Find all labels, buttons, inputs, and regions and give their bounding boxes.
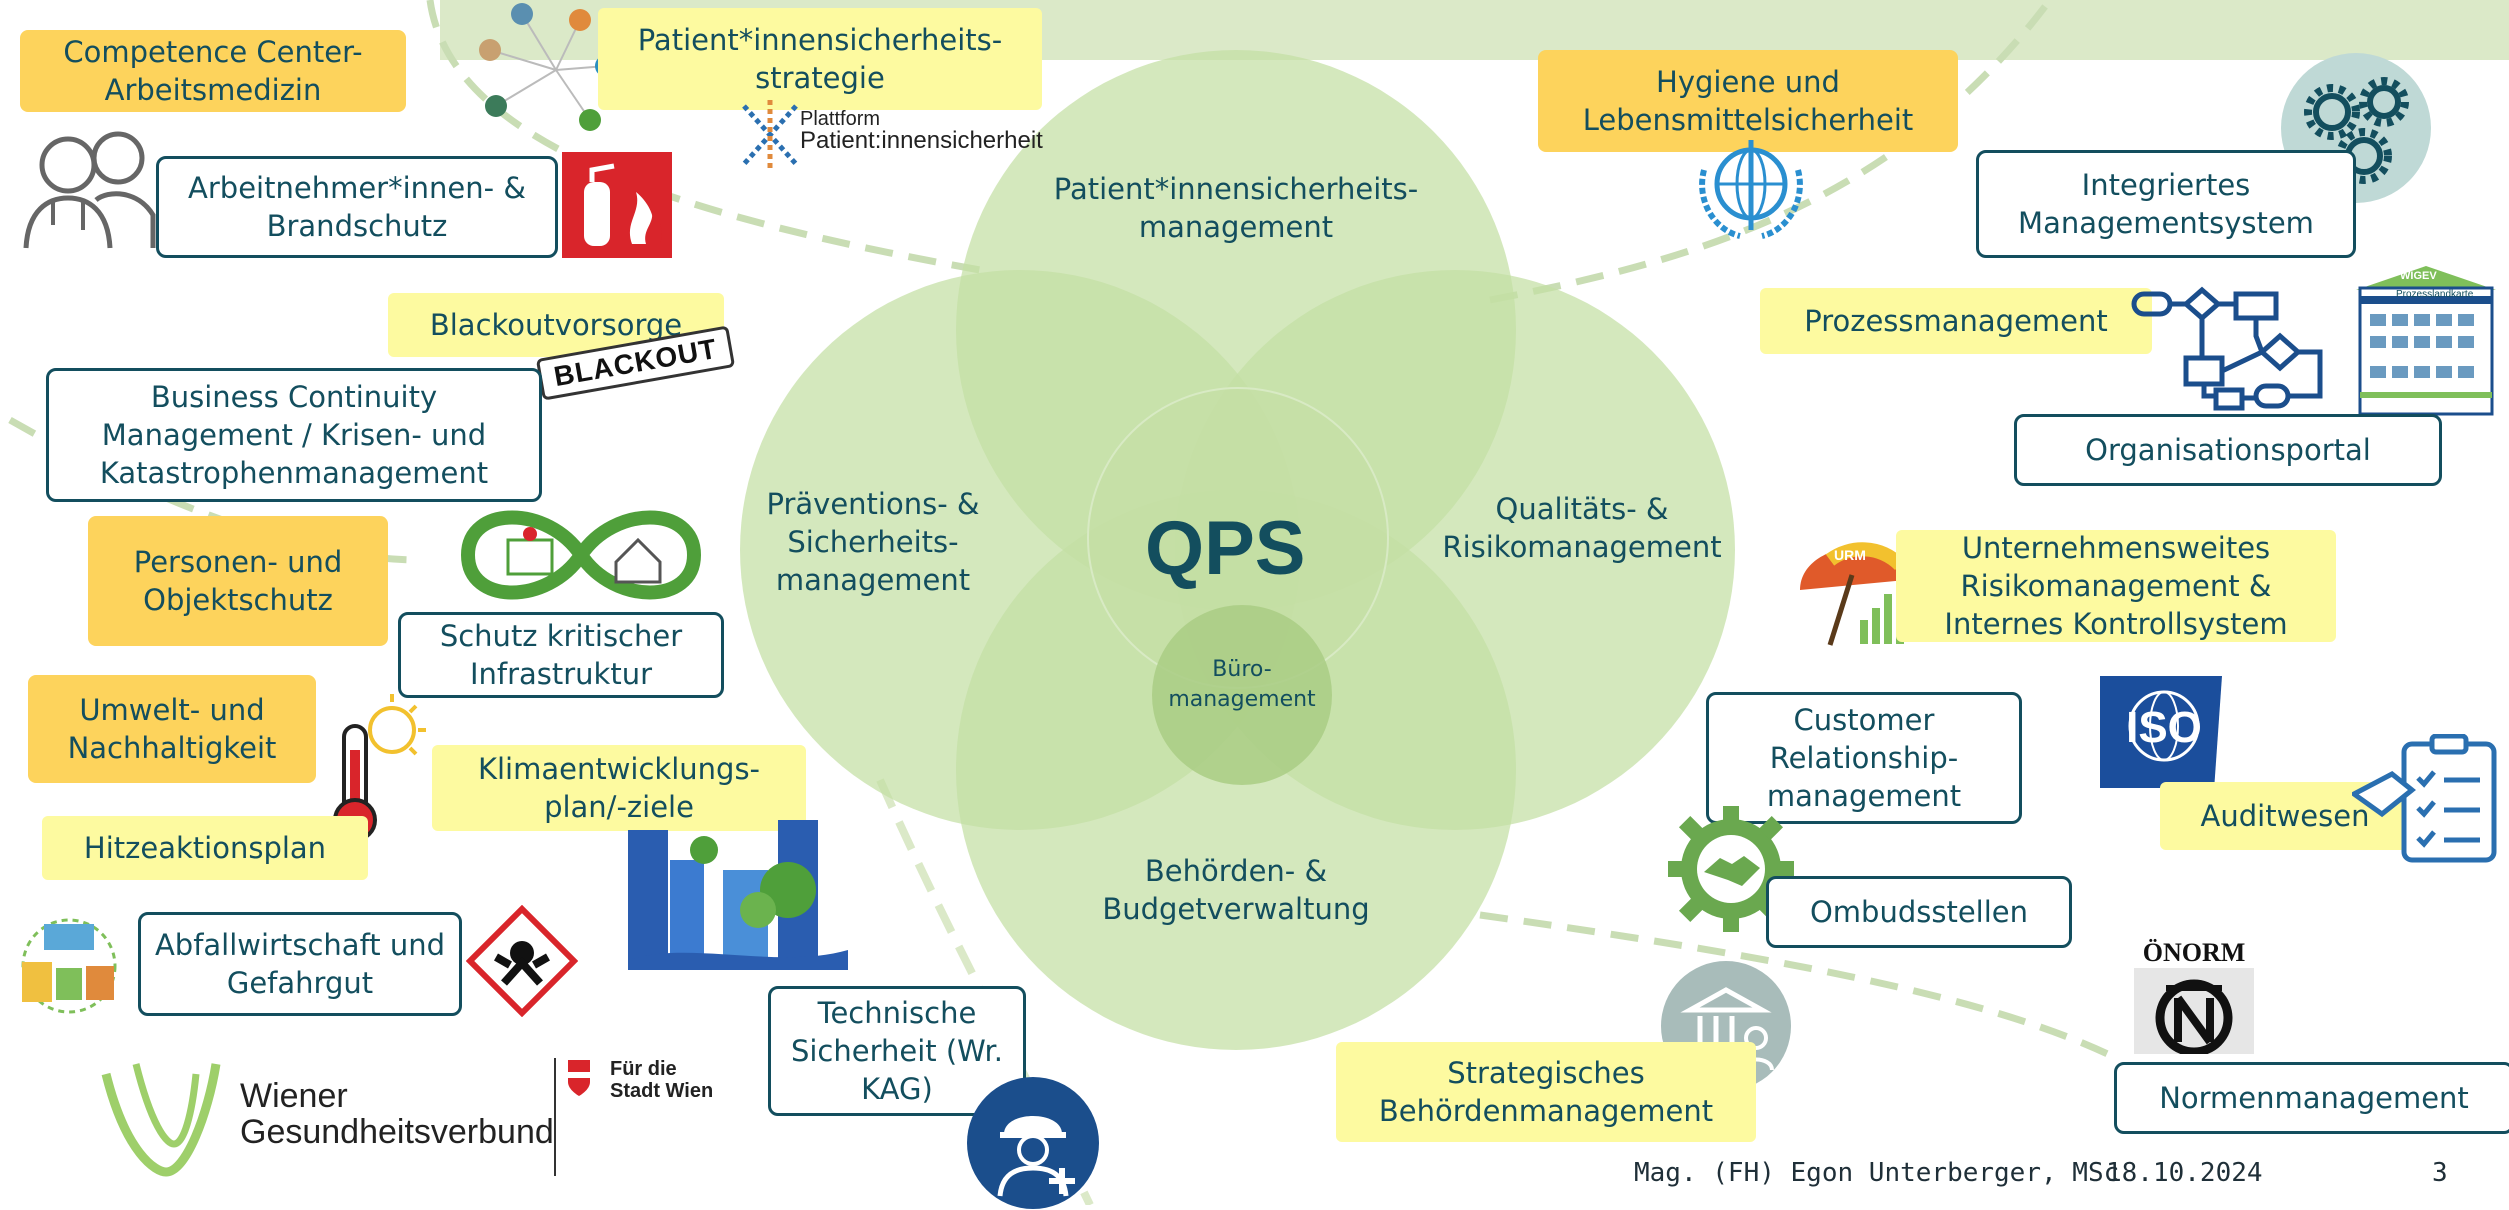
kritis-box: Schutz kritischer Infrastruktur — [398, 612, 724, 698]
technik-box: Technische Sicherheit (Wr. KAG) — [768, 986, 1026, 1116]
fire-extinguisher-icon — [562, 152, 672, 258]
footer-author: Mag. (FH) Egon Unterberger, MSc — [1634, 1158, 2120, 1188]
patient-strategy-label: Patient*innensicherheits- strategie — [598, 8, 1042, 110]
klima-label: Klimaentwicklungs- plan/-ziele — [432, 745, 806, 831]
recycling-icon — [21, 918, 117, 1014]
qps-title: QPS — [1145, 506, 1306, 591]
urm-label: Unternehmensweites Risikomanagement & In… — [1896, 530, 2336, 642]
iso-logo-text: ISO — [2126, 703, 2202, 752]
stadt-line1: Für die — [610, 1058, 677, 1080]
normen-box: Normenmanagement — [2114, 1062, 2509, 1134]
prozess-label: Prozessmanagement — [1760, 288, 2152, 354]
orgportal-box: Organisationsportal — [2014, 414, 2442, 486]
crm-box: Customer Relationship- management — [1706, 692, 2022, 824]
logo-divider — [554, 1058, 556, 1176]
plattform-small: Plattform — [800, 108, 881, 130]
circle-top-label: Patient*innensicherheits- management — [1053, 172, 1419, 244]
process-flow-icon — [2131, 286, 2323, 411]
oenorm-symbol-icon — [2134, 968, 2254, 1054]
plattform-big: Patient:innensicherheit — [800, 127, 1043, 154]
bcm-box: Business Continuity Management / Krisen-… — [46, 368, 542, 502]
oenorm-logo-text: ÖNORM — [2142, 938, 2246, 967]
clipboard-checklist-icon — [2352, 734, 2497, 863]
circle-left-label: Präventions- & Sicherheits- management — [766, 487, 980, 597]
footer-page: 3 — [2432, 1158, 2448, 1188]
circle-buero — [1152, 605, 1332, 785]
wigev-title: WIGEV — [2400, 270, 2437, 282]
plattform-logo-text: Plattform Patient:innensicherheit — [800, 108, 1043, 154]
plattform-logo-icon — [742, 100, 798, 170]
stadt-line2: Stadt Wien — [610, 1080, 714, 1102]
stadt-wien-wordmark: Für die Stadt Wien — [610, 1058, 713, 1102]
who-emblem-icon — [1699, 140, 1803, 239]
footer-date: 18.10.2024 — [2106, 1158, 2263, 1188]
wgv-logo-icon — [101, 1063, 221, 1177]
hygiene-label: Hygiene und Lebensmittelsicherheit — [1538, 50, 1958, 152]
infinity-hospital-icon — [460, 510, 702, 600]
hazard-diamond-icon — [466, 905, 578, 1017]
ombuds-box: Ombudsstellen — [1766, 876, 2072, 948]
competence-center-label: Competence Center- Arbeitsmedizin — [20, 30, 406, 112]
arbeitnehmer-box: Arbeitnehmer*innen- & Brandschutz — [156, 156, 558, 258]
urm-logo-text: URM — [1834, 547, 1866, 563]
abfall-box: Abfallwirtschaft und Gefahrgut — [138, 912, 462, 1016]
stadt-wien-shield-icon — [568, 1060, 590, 1096]
buero-label: Büro- management — [1168, 657, 1316, 712]
handshake-gear-icon — [1668, 806, 1794, 932]
ims-box: Integriertes Managementsystem — [1976, 150, 2356, 258]
wgv-wordmark: Wiener Gesundheitsverbund — [240, 1078, 554, 1150]
strategisch-label: Strategisches Behördenmanagement — [1336, 1042, 1756, 1142]
wigev-subtitle: Prozesslandkarte — [2396, 289, 2474, 300]
wigev-portal-thumbnail — [2356, 266, 2496, 416]
wgv-line1: Wiener — [240, 1077, 348, 1115]
iso-logo-icon: ISO — [2100, 676, 2222, 788]
circle-bottom-label: Behörden- & Budgetverwaltung — [1102, 854, 1370, 926]
personen-label: Personen- und Objektschutz — [88, 516, 388, 646]
oenorm-logo: ÖNORM — [2130, 938, 2258, 1060]
city-trees-illustration — [628, 820, 848, 970]
safety-worker-icon — [967, 1077, 1099, 1209]
umwelt-label: Umwelt- und Nachhaltigkeit — [28, 675, 316, 783]
hitze-label: Hitzeaktionsplan — [42, 816, 368, 880]
doctors-icon — [23, 131, 156, 249]
circle-right-label: Qualitäts- & Risikomanagement — [1442, 492, 1722, 564]
venn-diagram — [740, 50, 1735, 1050]
wgv-line2: Gesundheitsverbund — [240, 1113, 554, 1151]
